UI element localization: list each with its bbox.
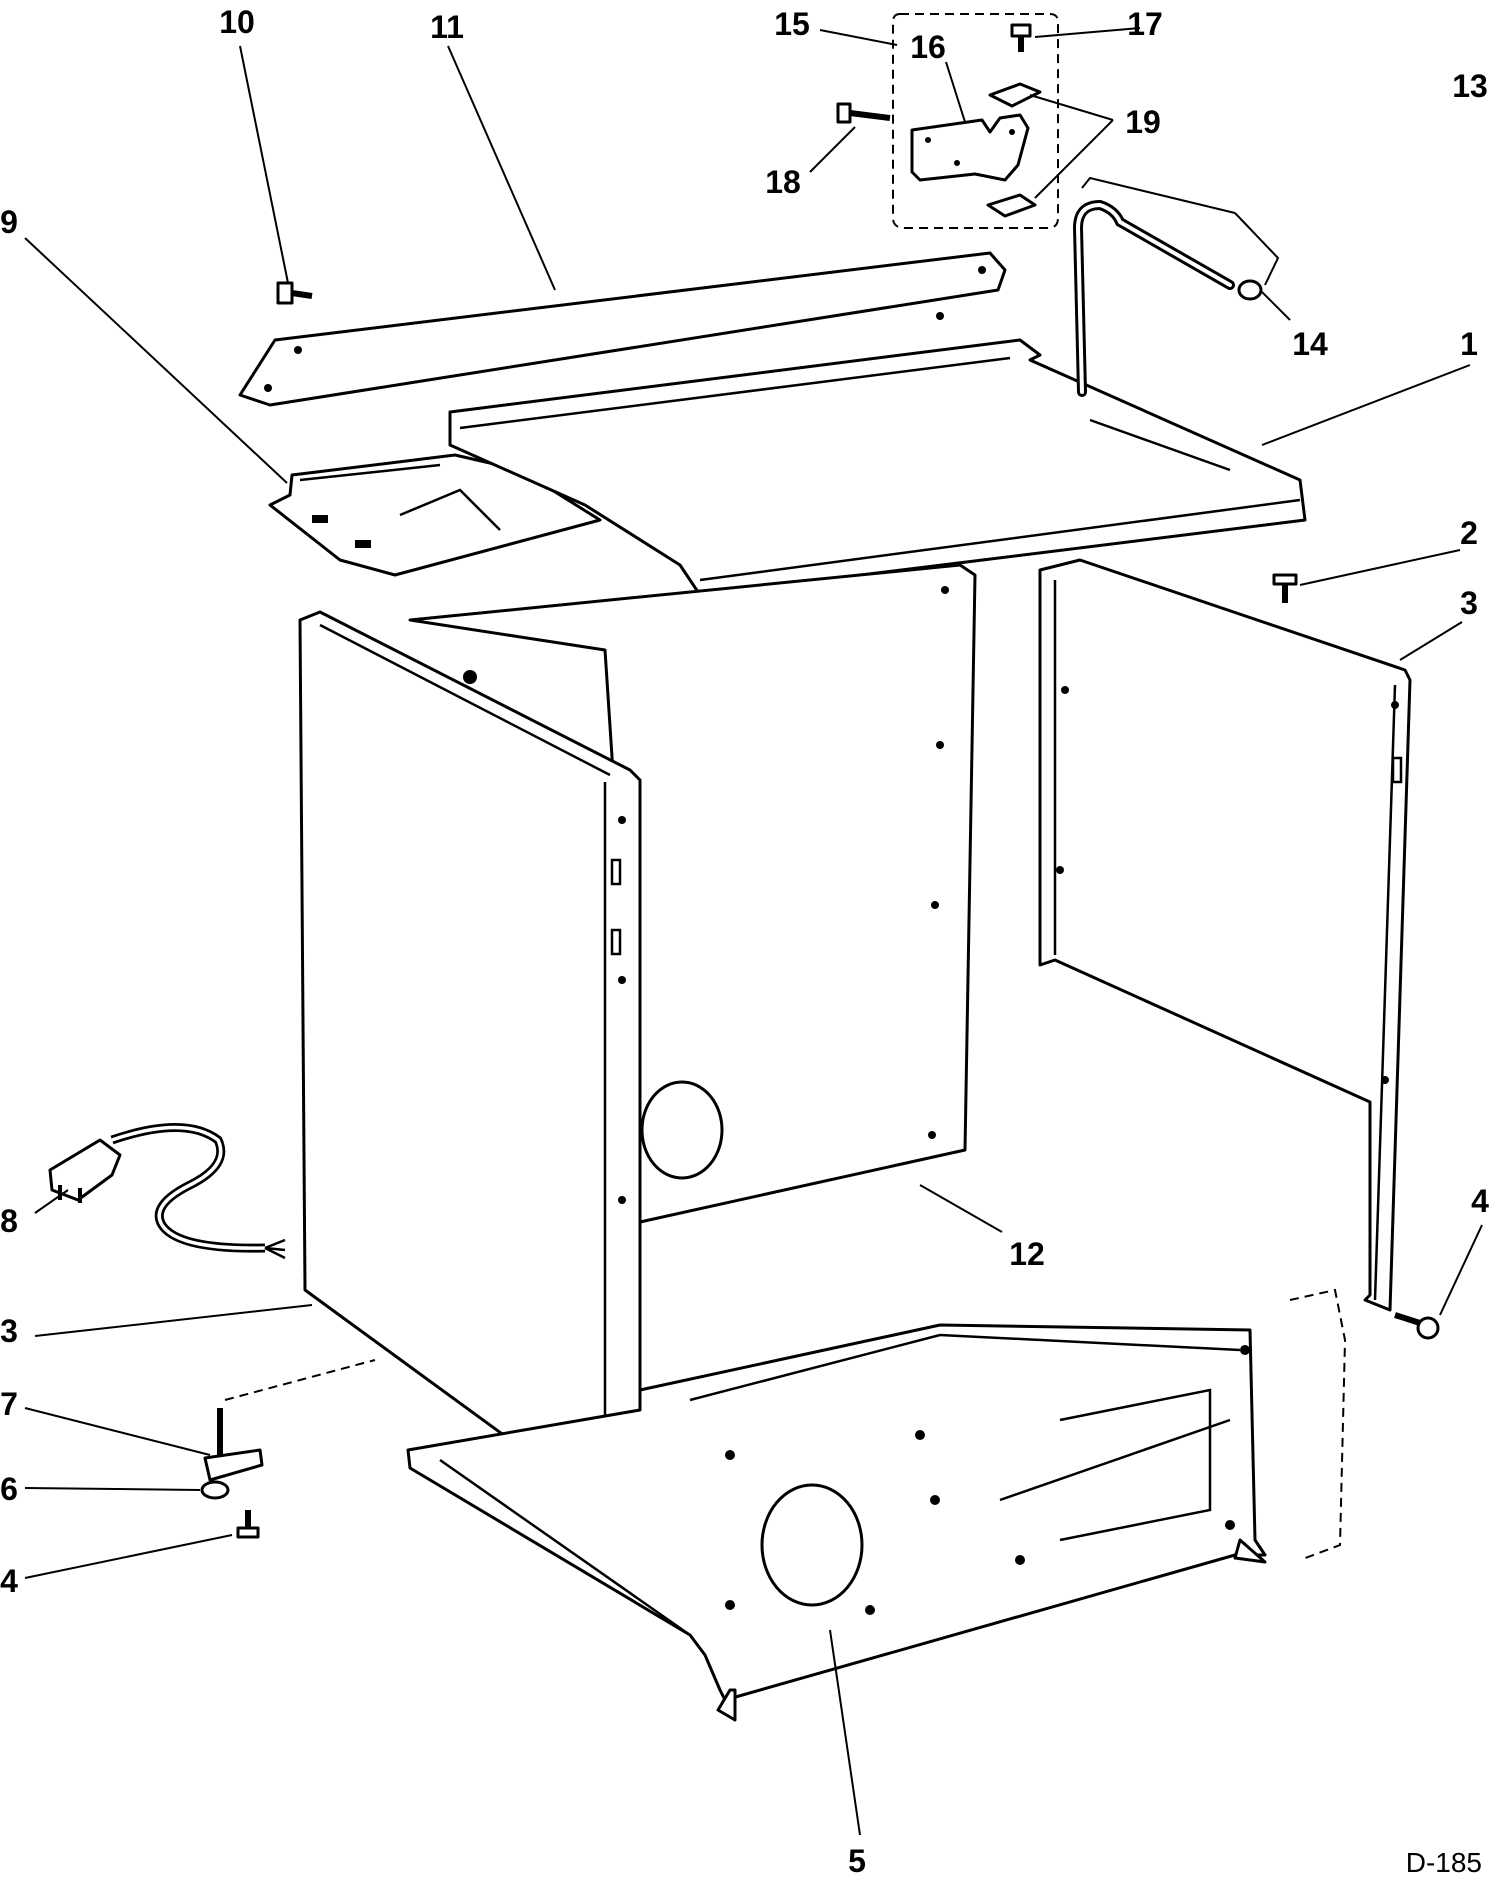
callout-4-right: 4 bbox=[1471, 1183, 1489, 1219]
callout-9: 9 bbox=[0, 204, 18, 240]
callout-14: 14 bbox=[1292, 326, 1328, 362]
callout-7: 7 bbox=[0, 1386, 18, 1422]
part-15-hinge-kit-box bbox=[892, 13, 1059, 229]
callout-12: 12 bbox=[1009, 1236, 1045, 1272]
callout-1: 1 bbox=[1460, 326, 1478, 362]
part-3-left-side-panel bbox=[298, 610, 642, 1522]
part-4-screw-left bbox=[236, 1510, 260, 1539]
part-4-screw-right bbox=[1394, 1312, 1440, 1340]
part-7-leveling-foot bbox=[203, 1408, 264, 1482]
assembly-guide-lines bbox=[224, 1288, 1347, 1561]
part-17-screw bbox=[1010, 23, 1032, 52]
callout-16: 16 bbox=[910, 29, 946, 65]
part-5-base-frame bbox=[406, 1323, 1267, 1722]
part-18-screw bbox=[836, 102, 891, 124]
leader-lines bbox=[24, 27, 1483, 1836]
part-6-foot-pad bbox=[200, 1480, 230, 1500]
callout-15: 15 bbox=[774, 6, 810, 42]
callout-3-right: 3 bbox=[1460, 585, 1478, 621]
callout-4-left: 4 bbox=[0, 1563, 18, 1599]
callout-2: 2 bbox=[1460, 515, 1478, 551]
part-9-top-bracket bbox=[268, 453, 602, 577]
callout-6: 6 bbox=[0, 1471, 18, 1507]
callout-10: 10 bbox=[219, 4, 255, 40]
callout-8: 8 bbox=[0, 1203, 18, 1239]
part-2-screw bbox=[1272, 573, 1298, 603]
part-1-top-panel bbox=[448, 338, 1307, 597]
part-11-top-strip bbox=[238, 251, 1007, 407]
callout-3-left: 3 bbox=[0, 1313, 18, 1349]
part-8-power-cord bbox=[48, 1123, 286, 1260]
part-16-hinge-bracket bbox=[910, 113, 1030, 182]
callout-11: 11 bbox=[430, 9, 464, 45]
callout-labels: 1 2 3 3 4 4 5 6 7 8 9 10 11 12 13 14 15 … bbox=[0, 4, 1489, 1879]
part-10-screw bbox=[276, 281, 313, 305]
drawing-code: D-185 bbox=[1406, 1847, 1482, 1878]
callout-18: 18 bbox=[765, 164, 801, 200]
callout-5: 5 bbox=[848, 1843, 866, 1879]
part-3-right-side-panel bbox=[1038, 558, 1412, 1312]
callout-19: 19 bbox=[1125, 104, 1161, 140]
part-14-end-cap bbox=[1237, 279, 1263, 301]
part-13-pipe bbox=[1072, 199, 1235, 397]
part-19-washers bbox=[986, 82, 1042, 218]
callout-17: 17 bbox=[1127, 6, 1163, 42]
callout-13: 13 bbox=[1452, 68, 1488, 104]
